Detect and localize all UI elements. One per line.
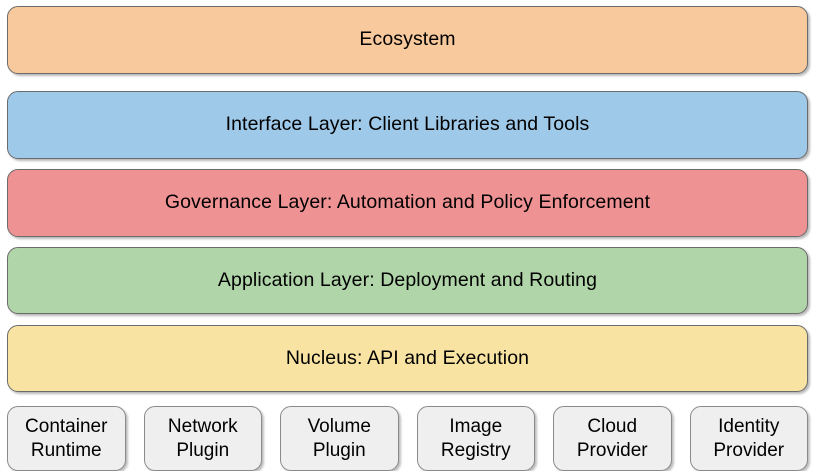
component-label-line1: Network [167,416,238,438]
layer-label-governance: Governance Layer: Automation and Policy … [164,191,651,214]
component-box-image-registry: Image Registry [416,406,535,471]
layer-label-application: Application Layer: Deployment and Routin… [217,268,598,291]
component-label-line1: Volume [307,416,371,438]
layer-bar-nucleus: Nucleus: API and Execution [7,325,808,392]
component-label-line2: Runtime [30,439,102,461]
component-label-line2: Provider [713,439,785,461]
layer-bar-governance: Governance Layer: Automation and Policy … [7,169,808,237]
layer-bar-ecosystem: Ecosystem [7,6,808,74]
component-label-line1: Image [449,416,503,438]
component-box-container-runtime: Container Runtime [7,406,126,471]
component-label-line2: Provider [576,439,648,461]
component-label-line2: Registry [440,439,511,461]
layer-label-ecosystem: Ecosystem [359,28,456,51]
component-box-identity-provider: Identity Provider [689,406,808,471]
component-row: Container Runtime Network Plugin Volume … [7,406,808,471]
component-label-line2: Plugin [312,439,366,461]
component-label-line1: Identity [718,416,780,438]
layer-bar-application: Application Layer: Deployment and Routin… [7,247,808,314]
component-label-line1: Container [25,416,108,438]
component-label-line2: Plugin [176,439,230,461]
component-box-volume-plugin: Volume Plugin [280,406,399,471]
component-label-line1: Cloud [587,416,638,438]
layer-label-nucleus: Nucleus: API and Execution [285,346,530,369]
layer-bar-interface: Interface Layer: Client Libraries and To… [7,91,808,159]
component-box-network-plugin: Network Plugin [143,406,262,471]
layer-label-interface: Interface Layer: Client Libraries and To… [225,113,590,136]
component-box-cloud-provider: Cloud Provider [553,406,672,471]
